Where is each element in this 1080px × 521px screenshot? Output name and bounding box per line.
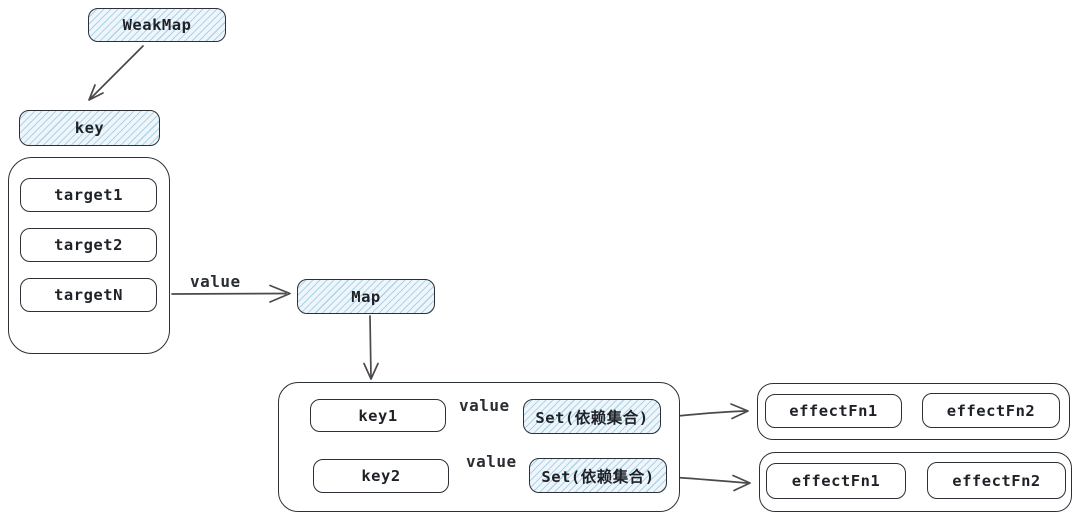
edge-label-value-3: value bbox=[466, 452, 517, 471]
arrow-set2-to-effects-b-head bbox=[732, 474, 751, 492]
node-set2: Set(依赖集合) bbox=[529, 458, 667, 493]
node-key: key bbox=[19, 110, 160, 146]
effects-container-a: effectFn1 effectFn2 bbox=[757, 383, 1070, 440]
node-map: Map bbox=[297, 279, 435, 314]
node-key2: key2 bbox=[313, 459, 449, 493]
edge-label-value-1: value bbox=[190, 272, 241, 291]
arrow-set2-to-effects-b bbox=[669, 476, 748, 484]
arrow-weakmap-to-key bbox=[89, 45, 144, 100]
edge-label-value-2: value bbox=[459, 396, 510, 415]
node-effectfn1-b: effectFn1 bbox=[766, 463, 906, 499]
node-targetn: targetN bbox=[20, 278, 157, 312]
node-target2: target2 bbox=[20, 228, 157, 262]
node-weakmap: WeakMap bbox=[88, 8, 226, 42]
node-effectfn2-a: effectFn2 bbox=[922, 393, 1060, 428]
arrow-weakmap-to-key-head bbox=[88, 84, 104, 101]
arrow-map-to-container bbox=[369, 315, 372, 379]
node-effectfn1-a: effectFn1 bbox=[765, 394, 902, 428]
node-target1: target1 bbox=[20, 178, 157, 212]
arrow-map-to-container-head bbox=[363, 362, 379, 380]
keys-container: key1 Set(依赖集合) key2 Set(依赖集合) bbox=[278, 382, 680, 512]
node-key1: key1 bbox=[310, 399, 446, 432]
node-set1: Set(依赖集合) bbox=[523, 399, 661, 434]
arrow-set1-to-effects-a-head bbox=[730, 403, 749, 420]
targets-container: target1 target2 targetN bbox=[8, 157, 170, 354]
arrow-targetn-to-map bbox=[171, 292, 287, 295]
arrow-targetn-to-map-head bbox=[269, 284, 291, 303]
effects-container-b: effectFn1 effectFn2 bbox=[759, 452, 1072, 512]
node-effectfn2-b: effectFn2 bbox=[927, 462, 1066, 499]
